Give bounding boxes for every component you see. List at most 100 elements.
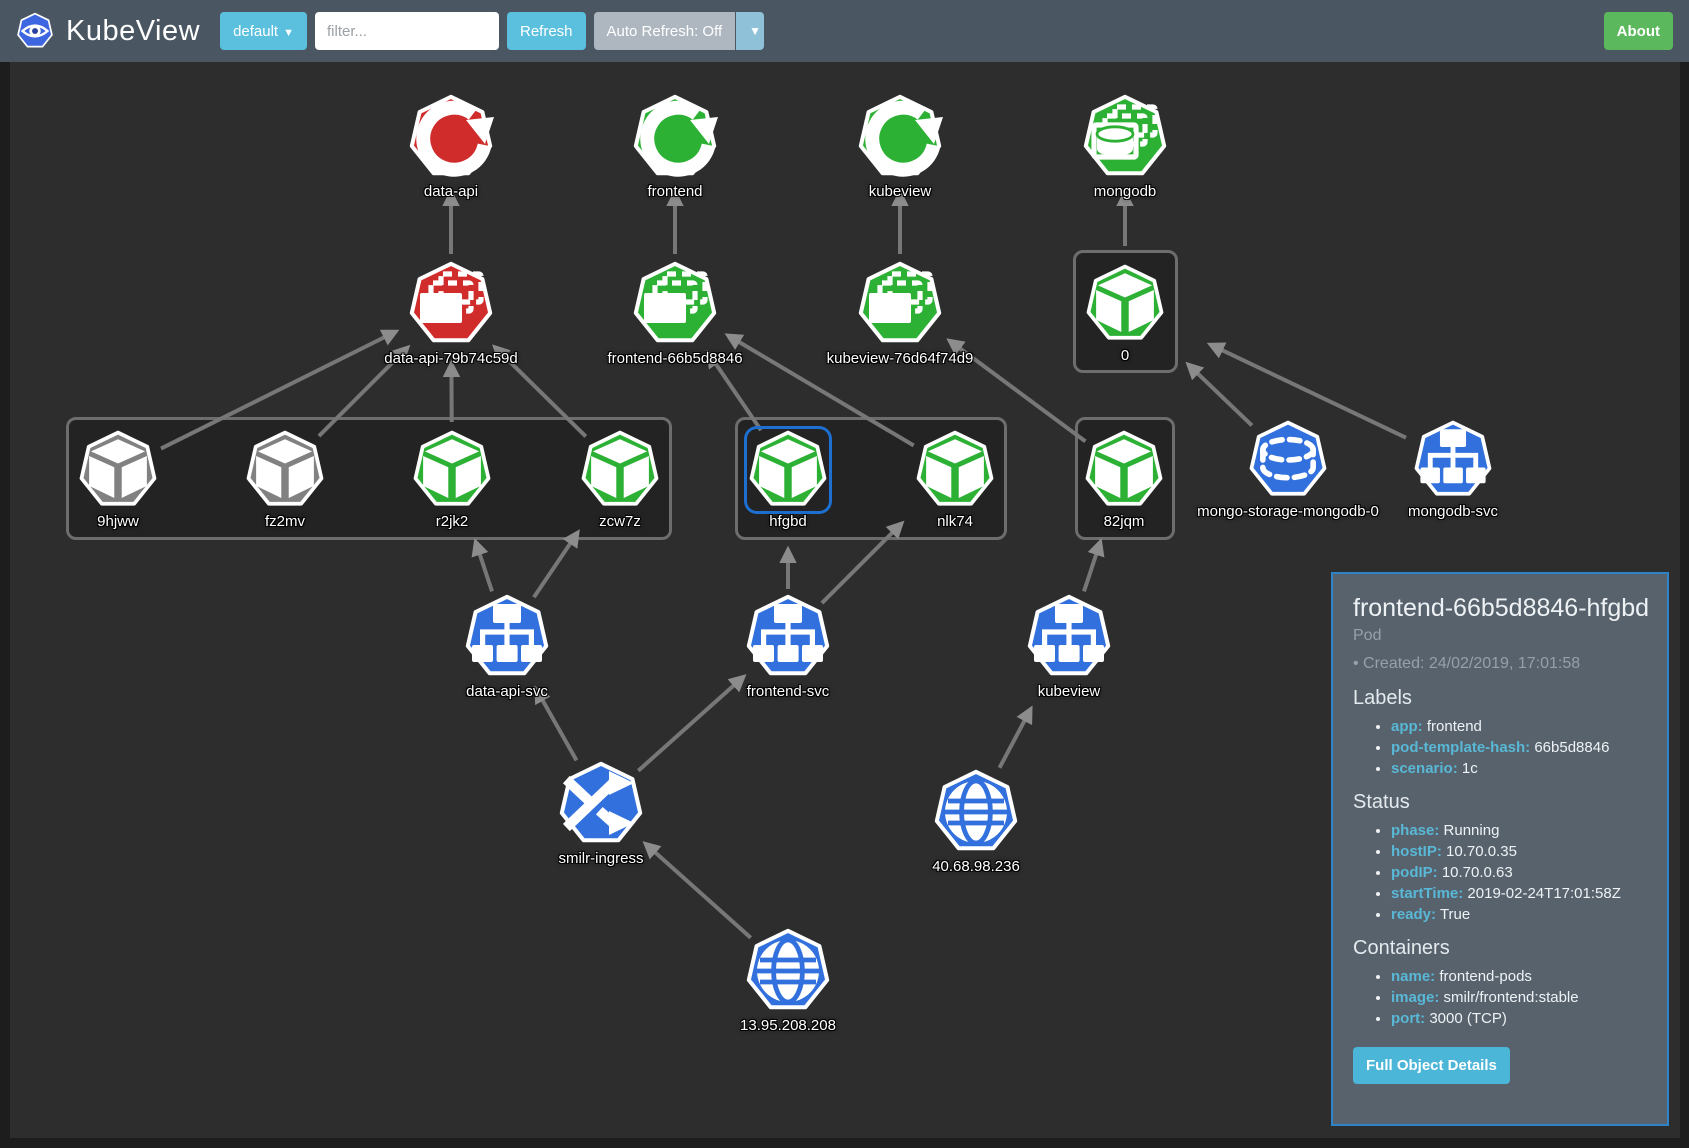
node-label: hfgbd <box>769 513 807 530</box>
replicaset-icon <box>409 261 493 343</box>
node-pod-hfgbd[interactable]: hfgbd <box>747 429 829 530</box>
node-svc-frontend[interactable]: frontend-svc <box>744 593 832 700</box>
node-label: frontend-66b5d8846 <box>607 350 743 367</box>
group-data-api-pods <box>66 417 672 540</box>
node-label: mongo-storage-mongodb-0 <box>1197 503 1379 520</box>
replicaset-icon <box>633 261 717 343</box>
pod-icon <box>246 430 324 506</box>
ingress-icon <box>559 761 643 843</box>
panel-item: scenario: 1c <box>1391 760 1647 777</box>
node-label: 82jqm <box>1103 513 1145 530</box>
node-pod-9hjww[interactable]: 9hjww <box>77 429 159 530</box>
node-pod-fz2mv[interactable]: fz2mv <box>244 429 326 530</box>
panel-item: port: 3000 (TCP) <box>1391 1010 1647 1027</box>
node-label: mongodb <box>1093 183 1157 200</box>
panel-item: name: frontend-pods <box>1391 968 1647 985</box>
node-ing-smilr[interactable]: smilr-ingress <box>557 760 645 867</box>
navbar: KubeView default▼ Refresh Auto Refresh: … <box>0 0 1689 62</box>
node-svc-mongodb[interactable]: mongodb-svc <box>1408 419 1498 520</box>
panel-item: ready: True <box>1391 906 1647 923</box>
service-icon <box>746 594 830 676</box>
chevron-down-icon: ▼ <box>283 26 294 39</box>
node-dep-data-api[interactable]: data-api <box>407 93 495 200</box>
node-pod-r2jk2[interactable]: r2jk2 <box>411 429 493 530</box>
service-icon <box>465 594 549 676</box>
pod-icon <box>79 430 157 506</box>
service-icon <box>1414 420 1492 496</box>
service-icon <box>1027 594 1111 676</box>
auto-refresh-caret-button[interactable]: ▼ <box>736 12 765 50</box>
panel-section-heading: Status <box>1353 791 1410 813</box>
app-title: KubeView <box>66 14 201 47</box>
panel-section-heading: Labels <box>1353 687 1412 709</box>
node-label: r2jk2 <box>435 513 469 530</box>
node-pod-82jqm[interactable]: 82jqm <box>1083 429 1165 530</box>
about-button[interactable]: About <box>1603 12 1673 50</box>
panel-kind: Pod <box>1353 627 1382 644</box>
namespace-dropdown[interactable]: default▼ <box>220 12 307 50</box>
pod-icon <box>1085 430 1163 506</box>
node-label: data-api <box>423 183 479 200</box>
graph-edges <box>160 188 1407 940</box>
node-lb-13[interactable]: 13.95.208.208 <box>740 927 836 1034</box>
panel-item: phase: Running <box>1391 822 1647 839</box>
deployment-icon <box>858 94 943 177</box>
panel-section-heading: Containers <box>1353 937 1450 959</box>
node-lb-40[interactable]: 40.68.98.236 <box>932 768 1020 875</box>
pod-icon <box>916 430 994 506</box>
globe-icon <box>746 928 830 1010</box>
node-svc-data-api[interactable]: data-api-svc <box>463 593 551 700</box>
panel-item: podIP: 10.70.0.63 <box>1391 864 1647 881</box>
node-rs-data-api[interactable]: data-api-79b74c59d <box>384 260 518 367</box>
node-pod-zcw7z[interactable]: zcw7z <box>579 429 661 530</box>
filter-input[interactable] <box>315 12 499 50</box>
node-label: data-api-svc <box>466 683 548 700</box>
graph-canvas[interactable]: frontend-66b5d8846-hfgbd Pod Created: 24… <box>10 62 1680 1138</box>
panel-item: startTime: 2019-02-24T17:01:58Z <box>1391 885 1647 902</box>
node-svc-kubeview[interactable]: kubeview <box>1025 593 1113 700</box>
node-rs-frontend[interactable]: frontend-66b5d8846 <box>607 260 743 367</box>
panel-sections: Labels app: frontendpod-template-hash: 66… <box>1353 687 1647 1027</box>
node-label: frontend-svc <box>746 683 830 700</box>
pod-icon <box>1086 264 1164 340</box>
pod-icon <box>413 430 491 506</box>
node-label: frontend <box>647 183 703 200</box>
node-sts-mongodb[interactable]: mongodb <box>1081 93 1169 200</box>
node-label: mongodb-svc <box>1407 503 1499 520</box>
pvc-icon <box>1249 420 1327 496</box>
node-label: 9hjww <box>97 513 139 530</box>
refresh-button[interactable]: Refresh <box>507 12 586 50</box>
kubeview-logo-icon <box>17 12 53 48</box>
node-label: 13.95.208.208 <box>740 1017 836 1034</box>
full-object-details-button[interactable]: Full Object Details <box>1353 1047 1510 1084</box>
panel-created: Created: 24/02/2019, 17:01:58 <box>1353 655 1647 673</box>
panel-item: hostIP: 10.70.0.35 <box>1391 843 1647 860</box>
deployment-icon <box>633 94 718 177</box>
node-pod-nlk74[interactable]: nlk74 <box>914 429 996 530</box>
panel-section-list: name: frontend-pods image: smilr/frontend… <box>1391 968 1647 1027</box>
auto-refresh-button[interactable]: Auto Refresh: Off <box>593 12 736 50</box>
globe-icon <box>934 769 1018 851</box>
node-dep-kubeview[interactable]: kubeview <box>856 93 944 200</box>
panel-item: app: frontend <box>1391 718 1647 735</box>
node-label: fz2mv <box>264 513 305 530</box>
node-pod-0[interactable]: 0 <box>1084 263 1166 364</box>
node-dep-frontend[interactable]: frontend <box>631 93 719 200</box>
node-pvc-mongo[interactable]: mongo-storage-mongodb-0 <box>1197 419 1379 520</box>
panel-item: image: smilr/frontend:stable <box>1391 989 1647 1006</box>
detail-panel: frontend-66b5d8846-hfgbd Pod Created: 24… <box>1331 572 1669 1126</box>
node-label: nlk74 <box>937 513 973 530</box>
node-label: 40.68.98.236 <box>932 858 1020 875</box>
pod-icon <box>581 430 659 506</box>
node-label: zcw7z <box>599 513 641 530</box>
deployment-icon <box>409 94 494 177</box>
statefulset-icon <box>1083 94 1167 176</box>
panel-section-list: phase: Running hostIP: 10.70.0.35 podIP: 1… <box>1391 822 1647 923</box>
node-label: kubeview <box>868 183 932 200</box>
panel-section-list: app: frontendpod-template-hash: 66b5d884… <box>1391 718 1647 777</box>
chevron-down-icon: ▼ <box>749 24 762 38</box>
node-label: kubeview <box>1037 683 1101 700</box>
panel-title: frontend-66b5d8846-hfgbd <box>1353 594 1650 622</box>
node-rs-kubeview[interactable]: kubeview-76d64f74d9 <box>827 260 973 367</box>
node-label: 0 <box>1120 347 1130 364</box>
